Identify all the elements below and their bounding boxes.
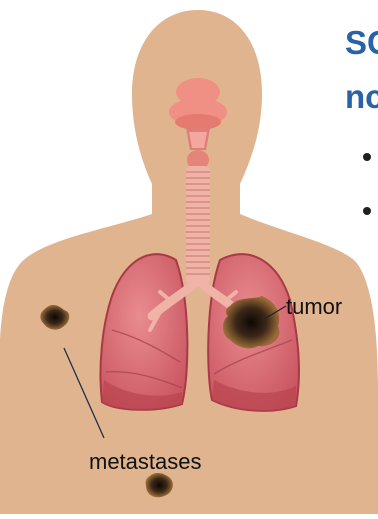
tumor-label: tumor	[286, 296, 342, 318]
bullet-marker	[363, 153, 371, 161]
metastases-label: metastases	[89, 451, 202, 473]
heading-line-1: SC	[345, 26, 378, 59]
bullet-marker	[363, 207, 371, 215]
heading-line-2: nc	[345, 80, 378, 113]
trachea	[186, 166, 210, 284]
